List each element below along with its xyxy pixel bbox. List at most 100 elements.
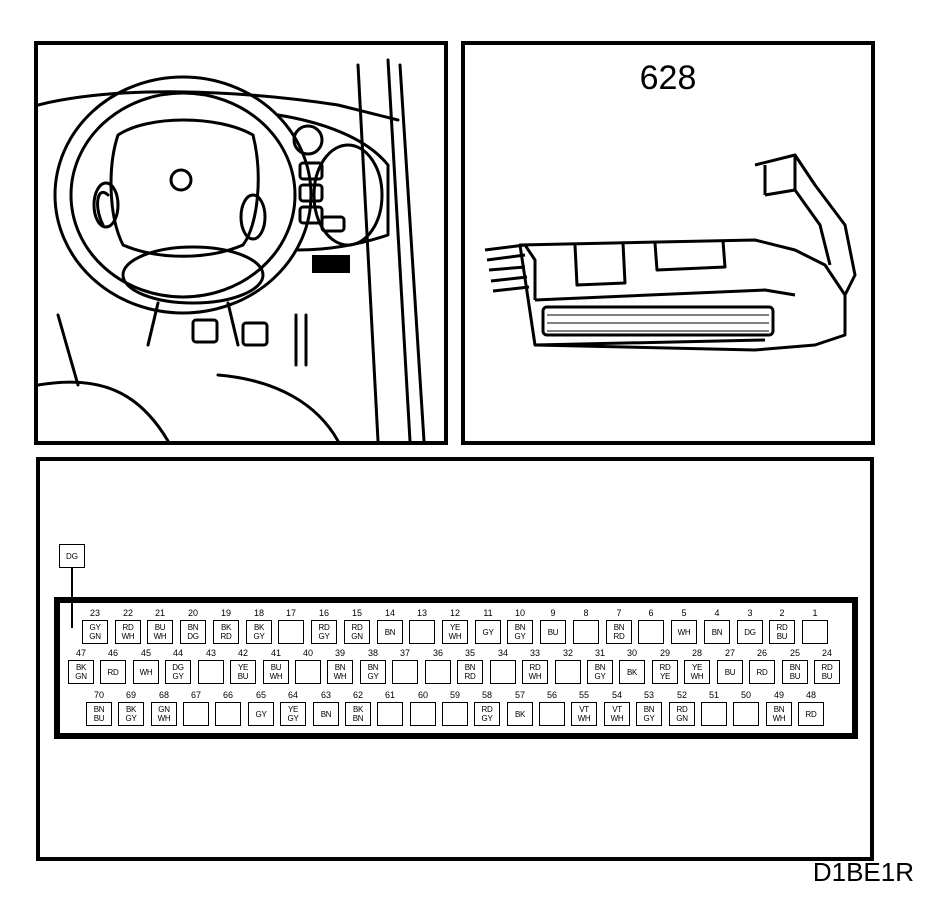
pin-17: 17: [278, 608, 304, 644]
pin-number: 55: [578, 690, 589, 700]
wire-color-code: RD: [659, 663, 671, 672]
pin-number: 46: [107, 648, 118, 658]
pin-number: 35: [464, 648, 475, 658]
pin-cavity: [392, 660, 418, 684]
pin-number: 24: [821, 648, 832, 658]
pin-number: 9: [550, 608, 556, 618]
pin-56: 56: [539, 690, 565, 726]
pin-cavity: [701, 702, 727, 726]
wire-color-code: WH: [610, 714, 624, 723]
wire-color-code: BN: [352, 714, 364, 723]
wire-color-code: BU: [789, 672, 801, 681]
pin-number: 14: [384, 608, 395, 618]
pin-number: 33: [529, 648, 540, 658]
pin-number: 27: [724, 648, 735, 658]
wire-color-code: GY: [482, 627, 494, 637]
wire-color-code: GY: [172, 672, 184, 681]
wire-color-code: RD: [805, 709, 817, 719]
pin-cavity: [409, 620, 435, 644]
pin-cavity: RD: [798, 702, 824, 726]
wire-color-code: BU: [154, 623, 166, 632]
wire-color-code: DG: [744, 627, 756, 637]
pin-number: 3: [747, 608, 753, 618]
pin-cavity: [573, 620, 599, 644]
wire-color-code: GY: [287, 714, 299, 723]
pin-50: 50: [733, 690, 759, 726]
wire-color-code: WH: [121, 632, 135, 641]
pin-number: 65: [255, 690, 266, 700]
pin-number: 63: [320, 690, 331, 700]
pin-number: 4: [714, 608, 720, 618]
pin-number: 12: [449, 608, 460, 618]
wire-color-code: RD: [776, 623, 788, 632]
wire-color-code: DG: [187, 632, 199, 641]
pin-51: 51: [701, 690, 727, 726]
pin-36: 36: [425, 648, 451, 684]
pin-number: 37: [399, 648, 410, 658]
pin-8: 8: [573, 608, 599, 644]
wire-color-code: BU: [547, 627, 559, 637]
pin-61: 61: [377, 690, 403, 726]
pin-cavity: [638, 620, 664, 644]
wire-color-code: RD: [351, 623, 363, 632]
pin-number: 66: [222, 690, 233, 700]
pin-cavity: DG: [737, 620, 763, 644]
pin-number: 56: [546, 690, 557, 700]
wire-color-code: BU: [237, 672, 249, 681]
pin-number: 13: [416, 608, 427, 618]
wire-color-code: BK: [514, 709, 526, 719]
wire-color-code: GY: [253, 632, 265, 641]
pinout-panel: [36, 457, 874, 861]
wire-color-code: BK: [220, 623, 232, 632]
wire-color-code: BK: [352, 705, 364, 714]
pin-number: 19: [220, 608, 231, 618]
pin-number: 11: [483, 608, 493, 618]
pin-cavity: [490, 660, 516, 684]
pin-number: 34: [497, 648, 508, 658]
pin-67: 67: [183, 690, 209, 726]
pin-60: 60: [410, 690, 436, 726]
wire-color-code: GY: [125, 714, 137, 723]
pin-cavity: [555, 660, 581, 684]
wire-color-code: WH: [528, 672, 542, 681]
wire-color-code: YE: [659, 672, 671, 681]
wire-color-code: RD: [122, 623, 134, 632]
pin-number: 17: [285, 608, 296, 618]
wire-color-code: RD: [481, 705, 493, 714]
extra-wire-box: DG: [59, 544, 85, 568]
pin-cavity: [425, 660, 451, 684]
wire-color-code: BN: [514, 623, 526, 632]
pin-cavity: WH: [133, 660, 159, 684]
wire-color-code: BN: [773, 705, 785, 714]
pin-59: 59: [442, 690, 468, 726]
pin-cavity: [215, 702, 241, 726]
connector-illustration: [484, 153, 857, 352]
pin-number: 5: [681, 608, 687, 618]
wire-color-code: WH: [577, 714, 591, 723]
